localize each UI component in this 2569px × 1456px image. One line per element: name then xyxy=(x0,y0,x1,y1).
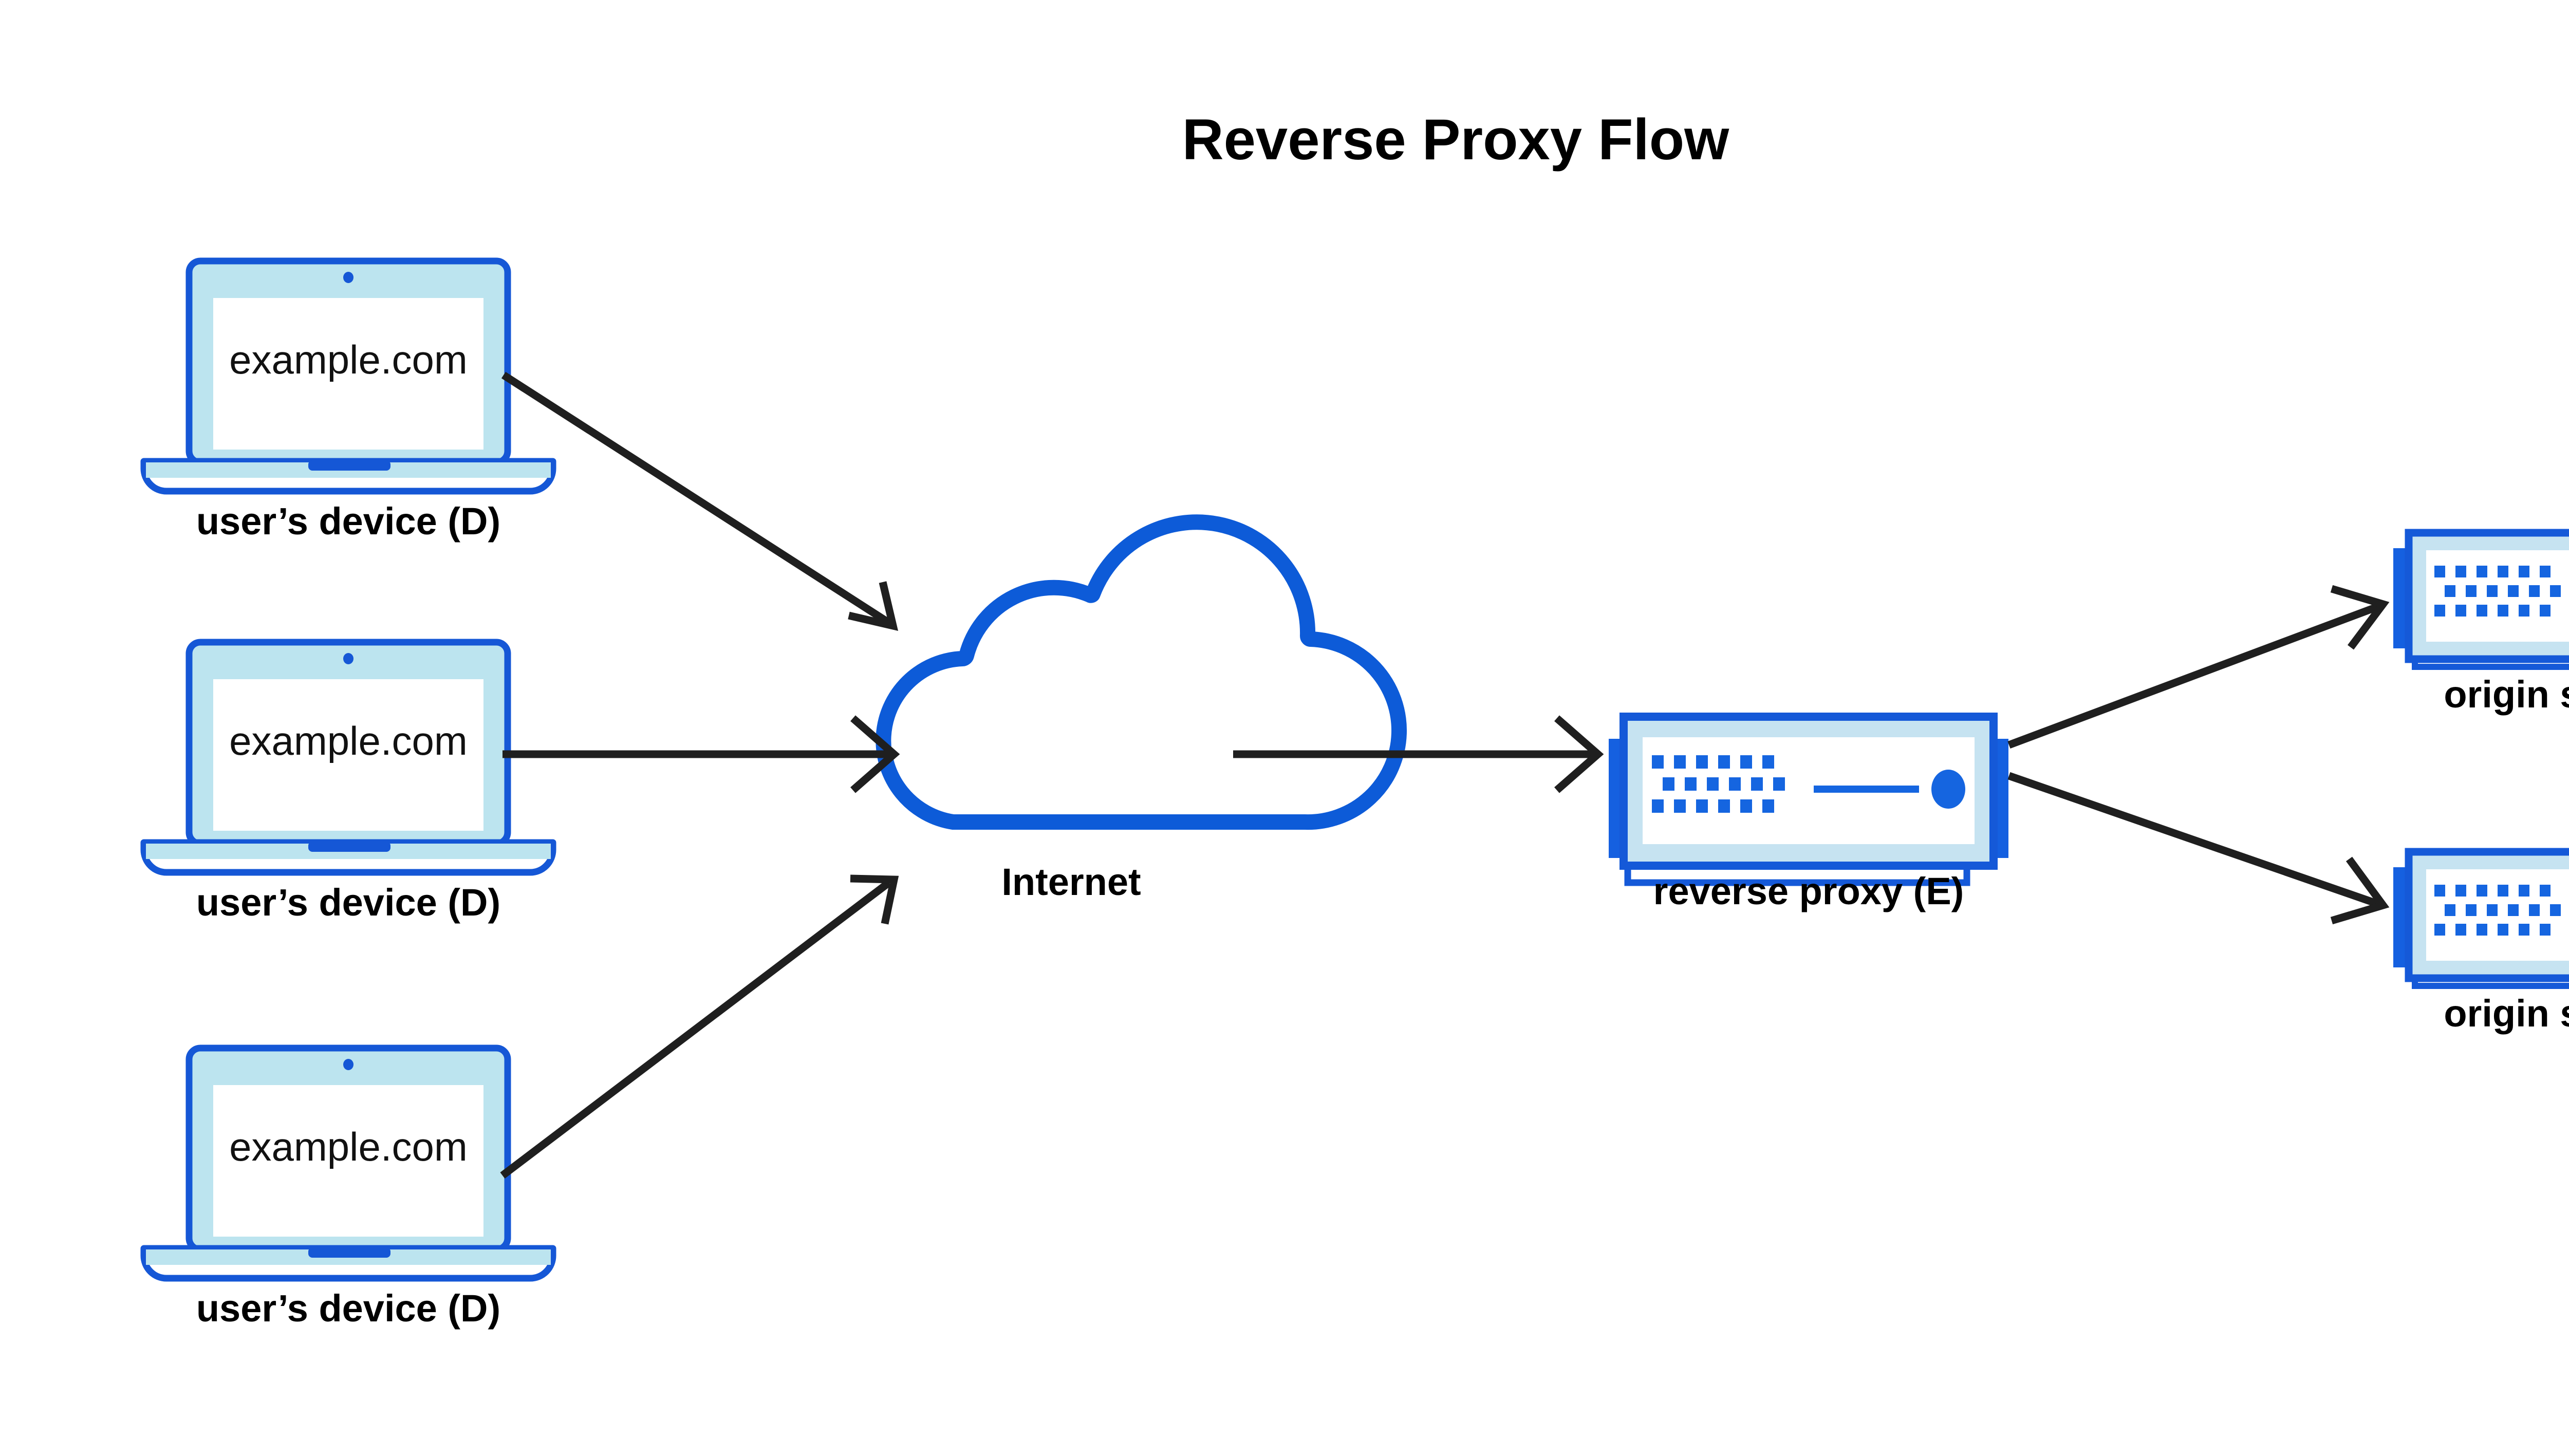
arrowhead-icon xyxy=(2330,856,2390,925)
laptop-icon xyxy=(140,1044,556,1282)
server-icon xyxy=(2393,529,2569,670)
laptop-trackpad-notch xyxy=(308,1247,390,1258)
arrowhead-icon xyxy=(850,715,900,793)
node-label-internet: Internet xyxy=(1001,861,1141,903)
server-vent-grid-icon xyxy=(2434,885,2561,936)
laptop-screen xyxy=(213,298,483,450)
laptop-screen xyxy=(213,679,483,831)
laptop-screen xyxy=(213,1085,483,1237)
node-label-origin-top: origin server (F) xyxy=(2444,673,2569,716)
connection-layer xyxy=(500,371,2390,1179)
edge-line xyxy=(501,371,891,626)
edge-device-middle-to-internet xyxy=(502,715,900,793)
cloud-icon xyxy=(876,514,1407,830)
node-origin-top[interactable]: origin server (F) xyxy=(2393,529,2569,716)
node-reverse-proxy[interactable]: reverse proxy (E) xyxy=(1609,713,2008,912)
node-label-origin-bottom: origin server (F) xyxy=(2444,992,2569,1035)
arrowhead-icon xyxy=(850,874,899,925)
node-origin-bottom[interactable]: origin server (F) xyxy=(2393,848,2569,1035)
arrowhead-icon xyxy=(1554,715,1604,793)
node-device-middle[interactable]: example.com user’s device (D) xyxy=(140,639,556,924)
edge-line xyxy=(2007,602,2380,749)
laptop-icon xyxy=(140,639,556,876)
edge-proxy-to-origin-bottom xyxy=(2007,772,2390,925)
server-status-led-icon xyxy=(1931,770,1965,809)
server-faceplate xyxy=(1643,737,1975,844)
node-label-device-middle: user’s device (D) xyxy=(196,881,500,924)
node-label-device-bottom: user’s device (D) xyxy=(196,1287,500,1330)
node-label-device-top: user’s device (D) xyxy=(196,500,500,543)
server-icon xyxy=(2393,848,2569,989)
edge-device-top-to-internet xyxy=(501,371,899,631)
laptop-camera-icon xyxy=(343,272,353,283)
edge-device-bottom-to-internet xyxy=(500,874,899,1179)
server-vent-grid-icon xyxy=(2434,566,2561,617)
arrowhead-icon xyxy=(2330,585,2390,650)
server-vent-grid-icon xyxy=(1652,755,1785,813)
server-status-line-icon xyxy=(1814,786,1919,793)
server-icon xyxy=(1609,713,2008,886)
node-internet-cloud[interactable]: Internet xyxy=(876,514,1407,903)
laptop-icon xyxy=(140,257,556,495)
edge-internet-to-proxy xyxy=(1233,715,1604,793)
node-device-top[interactable]: example.com user’s device (D) xyxy=(140,257,556,543)
laptop-screen-text: example.com xyxy=(229,1124,468,1169)
laptop-screen-text: example.com xyxy=(229,718,468,763)
laptop-camera-icon xyxy=(343,1059,353,1070)
laptop-trackpad-notch xyxy=(308,842,390,852)
edge-line xyxy=(500,880,891,1179)
laptop-screen-text: example.com xyxy=(229,337,468,382)
edge-proxy-to-origin-top xyxy=(2007,585,2390,749)
arrowhead-icon xyxy=(848,581,899,631)
page-title: Reverse Proxy Flow xyxy=(1182,107,1729,172)
laptop-camera-icon xyxy=(343,653,353,664)
edge-line xyxy=(2007,772,2380,908)
node-device-bottom[interactable]: example.com user’s device (D) xyxy=(140,1044,556,1330)
laptop-trackpad-notch xyxy=(308,460,390,471)
node-label-reverse-proxy: reverse proxy (E) xyxy=(1653,870,1964,912)
